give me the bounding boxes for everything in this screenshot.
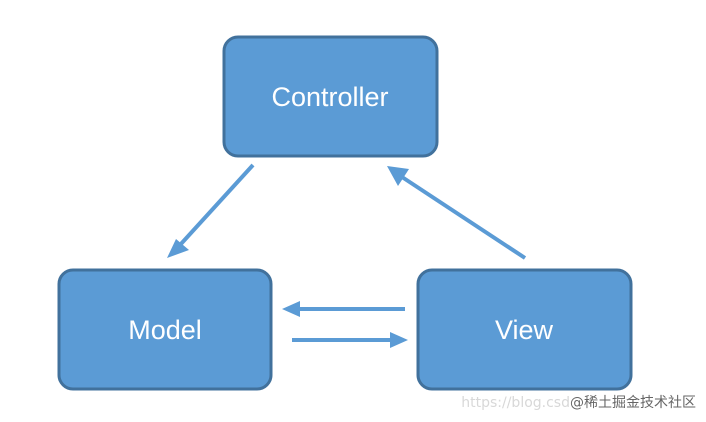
arrow-view-to-controller [387, 166, 527, 260]
arrow-view-to-model [282, 301, 405, 317]
arrow-model-to-view-head [390, 332, 408, 348]
arrow-controller-to-model-head [167, 239, 189, 258]
arrow-view-to-model-head [282, 301, 300, 317]
controller-box [222, 35, 439, 158]
watermark-url: https://blog.csd [461, 395, 570, 411]
model-box [57, 268, 273, 391]
arrow-model-to-view [292, 332, 408, 348]
controller-node: Controller [222, 35, 439, 158]
arrow-view-to-controller-line [400, 175, 527, 260]
arrow-controller-to-model-line [178, 163, 255, 247]
watermark: https://blog.csd@稀土掘金技术社区 [461, 392, 696, 412]
controller-label: Controller [271, 82, 388, 112]
view-box [416, 268, 633, 391]
view-label: View [495, 315, 554, 345]
watermark-owner: @稀土掘金技术社区 [570, 395, 696, 411]
arrow-controller-to-model [167, 163, 255, 258]
view-node: View [416, 268, 633, 391]
model-label: Model [128, 315, 202, 345]
arrow-view-to-controller-head [387, 166, 409, 186]
model-node: Model [57, 268, 273, 391]
